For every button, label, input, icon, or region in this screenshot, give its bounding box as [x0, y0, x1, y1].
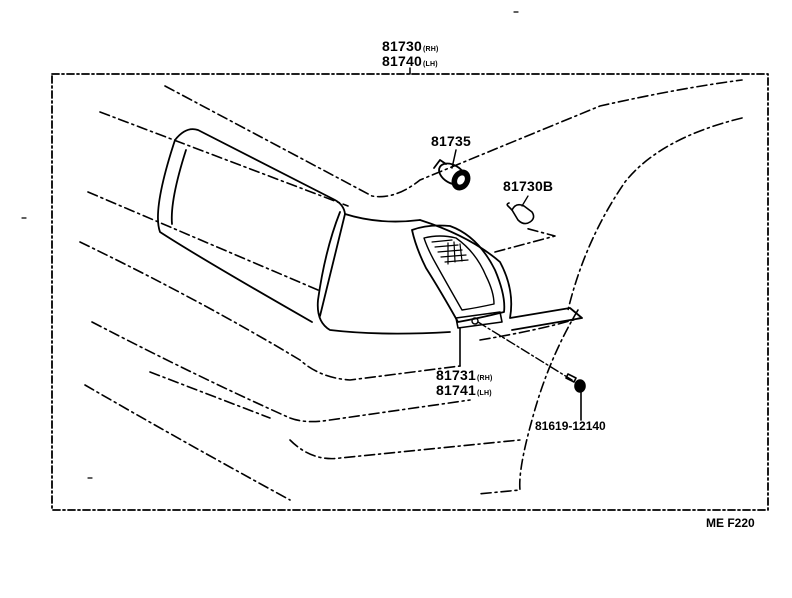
socket-rim-inner [457, 175, 465, 185]
leader-line-socket [451, 149, 457, 169]
bulb-base [506, 202, 513, 211]
screw-part [477, 321, 586, 421]
side-suffix: (RH) [476, 375, 493, 382]
screw-head [574, 379, 586, 393]
side-marker-lens [411, 224, 506, 367]
lens-inner-outline [423, 235, 495, 311]
fender-wheel-arch-line [477, 309, 579, 495]
side-suffix: (RH) [422, 46, 439, 53]
label-socket: 81735 [431, 134, 471, 148]
lens-hatching [431, 239, 469, 265]
lens-outer-outline [411, 224, 506, 323]
headlamp-left-edge [157, 139, 313, 323]
stray-marks [21, 11, 519, 479]
headlamp-top-edge [344, 213, 421, 223]
inner-skirt-line [149, 371, 271, 419]
socket-tab [433, 159, 447, 169]
fascia-lower-line [479, 317, 581, 341]
bulb-part [506, 195, 535, 225]
label-screw: 81619-12140 [535, 420, 606, 432]
part-number: 81735 [431, 133, 471, 149]
bumper-upper-line [99, 111, 349, 207]
lens-base-flange [455, 311, 503, 329]
headlamp-outer-outline [174, 128, 346, 317]
label-lens-lh: 81741(LH) [436, 383, 492, 397]
bumper-lower-line [79, 241, 461, 381]
label-lens-rh: 81731(RH) [436, 368, 493, 382]
part-number: 81731 [436, 367, 476, 383]
lens-screw-hole [471, 317, 479, 325]
bulb-glass [511, 203, 535, 225]
fascia-top-edge [419, 219, 583, 331]
headlamp-face-curve [316, 211, 451, 335]
figure-code: ME F220 [706, 516, 755, 530]
bumper-middle-line [87, 191, 319, 291]
hood-edge-line [164, 79, 743, 198]
vehicle-body-phantom-lines [79, 79, 743, 501]
side-suffix: (LH) [422, 61, 438, 68]
headlamp-inner-edge [170, 149, 187, 225]
part-number: 81730B [503, 178, 554, 194]
label-lamp-assy-rh: 81730(RH) [382, 39, 439, 53]
bulb-reference-line [494, 227, 556, 253]
label-bulb: 81730B [503, 179, 553, 193]
side-suffix: (LH) [476, 390, 492, 397]
headlamp-housing-outline [157, 128, 583, 335]
skirt-return-line [289, 439, 521, 460]
part-number: 81740 [382, 53, 422, 69]
screw-centerline [477, 321, 573, 381]
part-number: 81619-12140 [535, 419, 606, 433]
lower-skirt-line [84, 384, 291, 501]
screw-shank [565, 373, 577, 383]
leader-line-bulb [521, 195, 529, 207]
part-number: 81741 [436, 382, 476, 398]
socket-part [433, 149, 471, 191]
bumper-bottom-line [91, 321, 471, 423]
fender-outer-line [567, 117, 743, 311]
label-lamp-assy-lh: 81740(LH) [382, 54, 438, 68]
assembly-boundary-box [51, 73, 769, 511]
part-number: 81730 [382, 38, 422, 54]
